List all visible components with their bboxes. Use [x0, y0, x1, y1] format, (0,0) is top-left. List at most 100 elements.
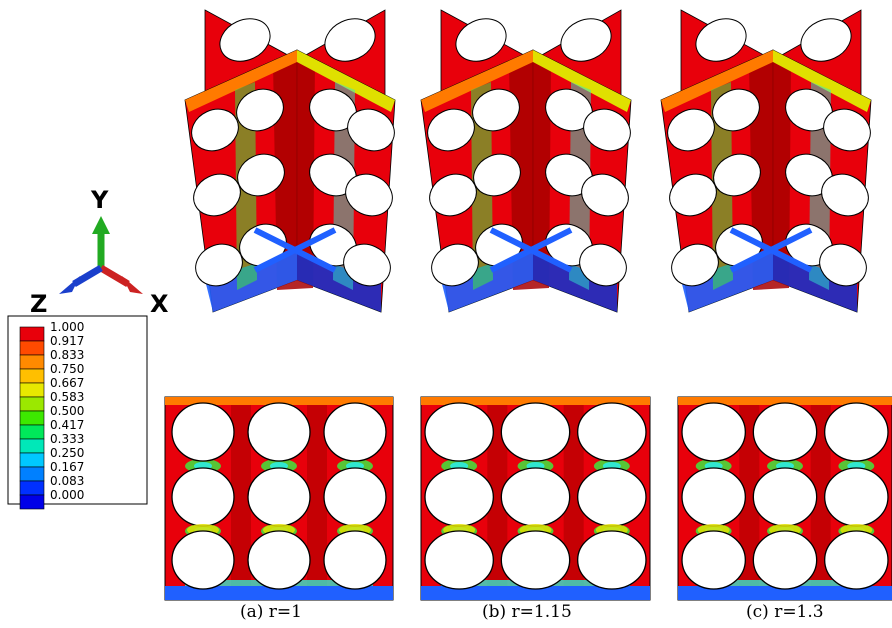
legend-label: 1.000 [50, 320, 84, 334]
x-axis-arrow [99, 264, 130, 288]
axis-y-label: Y [90, 186, 109, 214]
hole [343, 243, 391, 287]
legend-swatch [19, 396, 45, 412]
bottom-band [678, 586, 892, 600]
hole [824, 467, 889, 527]
hole [345, 173, 393, 217]
hole [219, 18, 271, 62]
legend-label: 0.667 [50, 376, 84, 390]
hole [323, 402, 387, 462]
hole [819, 243, 867, 287]
legend-swatch [19, 326, 45, 342]
legend-label: 0.333 [50, 432, 84, 446]
hole [247, 467, 311, 527]
hole [323, 467, 387, 527]
top-fringe [421, 397, 650, 405]
y-arrow-head [92, 216, 110, 234]
hole [500, 467, 571, 527]
crossing-strain [729, 227, 813, 273]
hole [577, 402, 647, 462]
hole [171, 402, 235, 462]
ligament-band [231, 397, 251, 600]
front-view [420, 396, 651, 601]
hole [577, 467, 647, 527]
legend-label: 0.750 [50, 362, 84, 376]
hole [424, 467, 494, 527]
legend-swatch [19, 452, 45, 468]
top-fringe [533, 50, 631, 112]
hole [824, 530, 889, 590]
hole [472, 88, 520, 132]
legend-swatch [19, 340, 45, 356]
x-arrow-head [122, 276, 143, 294]
hole [237, 153, 285, 197]
hole [324, 18, 376, 62]
hole [821, 173, 869, 217]
legend-label: 0.167 [50, 460, 84, 474]
legend-swatch [19, 494, 45, 510]
axis-x-label: X [150, 290, 169, 318]
hole [473, 153, 521, 197]
front-view [677, 396, 892, 601]
isometric-views [184, 9, 872, 313]
bottom-band [421, 586, 650, 600]
legend-swatch [19, 438, 45, 454]
ligament-band [739, 397, 760, 600]
hole [323, 530, 387, 590]
legend-swatch [19, 354, 45, 370]
crossing-strain [253, 227, 337, 273]
hole [667, 108, 715, 152]
hole [236, 88, 284, 132]
legend-swatch [19, 368, 45, 384]
legend-label: 0.833 [50, 348, 84, 362]
top-fringe [421, 50, 533, 112]
hole [577, 530, 647, 590]
z-axis-arrow [72, 264, 103, 288]
legend-swatch [19, 382, 45, 398]
top-fringe [297, 50, 395, 112]
isometric-view [184, 9, 396, 313]
top-fringe [165, 397, 393, 405]
hole [752, 402, 818, 462]
captions: (a) r=1 (b) r=1.15 (c) r=1.3 [240, 602, 824, 622]
hole [681, 402, 746, 462]
hole [581, 173, 629, 217]
legend-label: 0.500 [50, 404, 84, 418]
legend-swatch [19, 410, 45, 426]
axis-triad: Y Z X [30, 186, 169, 318]
caption-c: (c) r=1.3 [746, 602, 824, 622]
hole [824, 402, 889, 462]
color-legend: 1.000 0.917 0.833 0.750 0.667 0.583 0.50… [7, 315, 148, 510]
hole [500, 530, 571, 590]
hole [681, 467, 746, 527]
hole [455, 18, 507, 62]
hole [752, 467, 818, 527]
ligament-band [307, 397, 327, 600]
hole [424, 402, 494, 462]
ligament-band [563, 397, 584, 600]
legend-swatch [19, 424, 45, 440]
hole [247, 402, 311, 462]
hole [560, 18, 612, 62]
crossing-strain [489, 227, 573, 273]
hole [713, 153, 761, 197]
hole [171, 467, 235, 527]
legend-label: 0.917 [50, 334, 84, 348]
hole [500, 402, 571, 462]
front-view [164, 396, 394, 601]
front-views [164, 396, 892, 601]
top-fringe [185, 50, 297, 112]
isometric-view [420, 9, 632, 313]
hole [583, 108, 631, 152]
top-fringe [678, 397, 892, 405]
bottom-band [165, 586, 393, 600]
ligament-band [487, 397, 508, 600]
top-fringe [661, 50, 773, 112]
hole [427, 108, 475, 152]
hole [171, 530, 235, 590]
legend-label: 0.250 [50, 446, 84, 460]
hole [191, 108, 239, 152]
hole [752, 530, 818, 590]
ligament-band [810, 397, 831, 600]
caption-b: (b) r=1.15 [482, 602, 572, 622]
